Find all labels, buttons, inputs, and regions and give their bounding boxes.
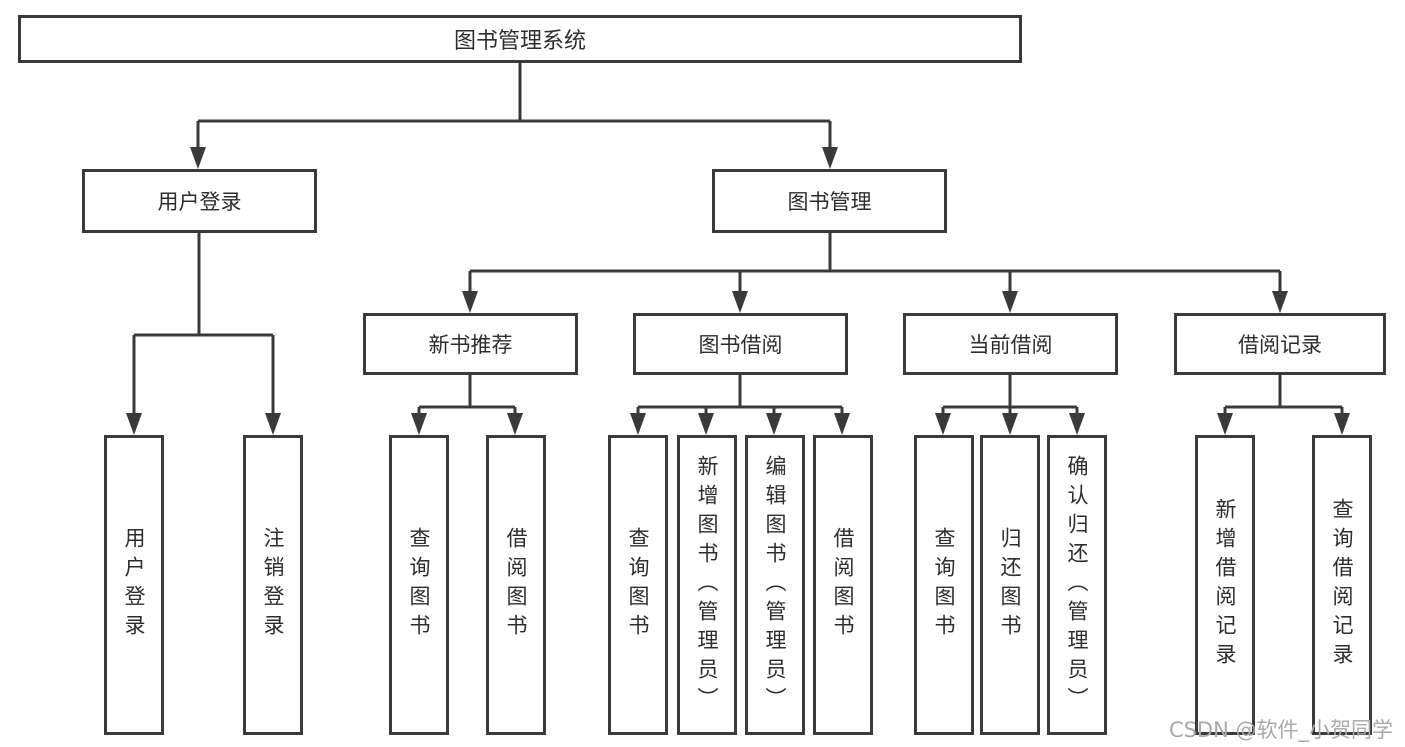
leaf-query-books-recommend: 查询图书 bbox=[389, 435, 449, 735]
leaf-query-borrow-record: 查询借阅记录 bbox=[1312, 435, 1372, 735]
node-current-borrowing: 当前借阅 bbox=[903, 313, 1118, 375]
node-new-book-recommend: 新书推荐 bbox=[363, 313, 578, 375]
leaf-query-books-current: 查询图书 bbox=[914, 435, 974, 735]
leaf-return-books: 归还图书 bbox=[980, 435, 1040, 735]
leaf-logout: 注销登录 bbox=[243, 435, 303, 735]
leaf-query-books-borrowing: 查询图书 bbox=[608, 435, 668, 735]
leaf-confirm-return-admin: 确认归还（管理员） bbox=[1047, 435, 1107, 735]
leaf-user-login: 用户登录 bbox=[104, 435, 164, 735]
leaf-borrow-books-recommend: 借阅图书 bbox=[486, 435, 546, 735]
leaf-add-borrow-record: 新增借阅记录 bbox=[1195, 435, 1255, 735]
leaf-edit-book-admin: 编辑图书（管理员） bbox=[745, 435, 805, 735]
node-book-management: 图书管理 bbox=[712, 169, 947, 233]
node-borrowing-records: 借阅记录 bbox=[1174, 313, 1386, 375]
leaf-add-book-admin: 新增图书（管理员） bbox=[677, 435, 737, 735]
node-library-management-system: 图书管理系统 bbox=[18, 15, 1022, 63]
leaf-borrow-books: 借阅图书 bbox=[813, 435, 873, 735]
csdn-watermark: CSDN @软件_小贺同学 bbox=[1168, 718, 1393, 742]
node-book-borrowing: 图书借阅 bbox=[633, 313, 848, 375]
node-user-login: 用户登录 bbox=[82, 169, 317, 233]
